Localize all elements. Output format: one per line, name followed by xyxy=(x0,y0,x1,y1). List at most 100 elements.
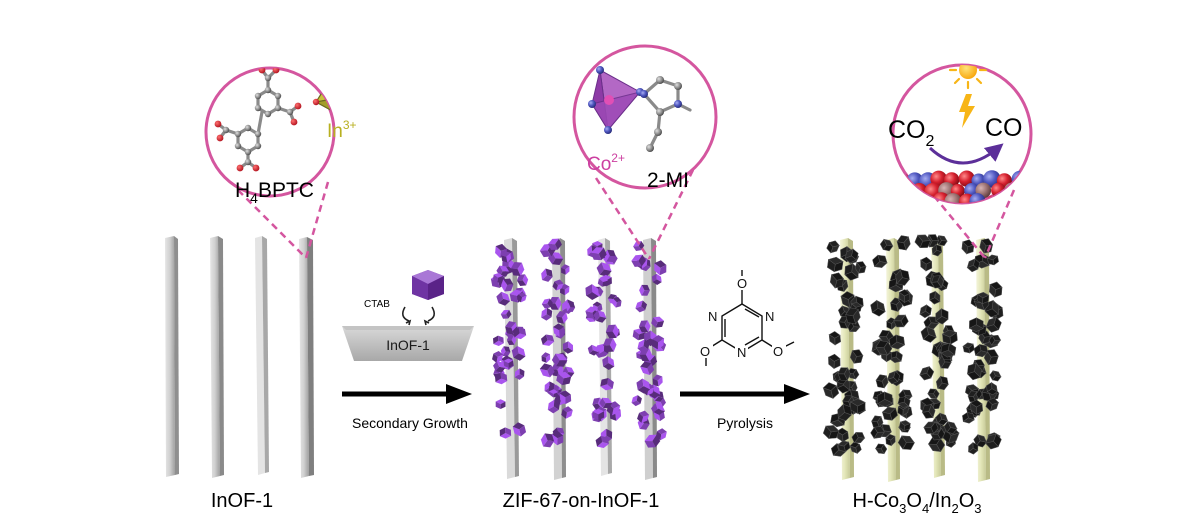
oxide-crystal xyxy=(837,440,851,452)
oxide-crystal xyxy=(896,235,911,251)
zif67-crystal xyxy=(501,251,512,263)
co-2mi-structure xyxy=(588,66,692,152)
zif67-crystal xyxy=(651,316,665,328)
lightning-icon xyxy=(959,94,975,128)
co-label: CO xyxy=(985,114,1023,142)
oxide-crystal xyxy=(845,307,861,325)
zif67-crystal xyxy=(556,371,572,386)
inset-co2-reduction: CO2 CO xyxy=(887,63,1033,222)
zif67-crystal xyxy=(600,378,614,391)
zif67-crystal xyxy=(597,277,609,287)
oxide-crystal xyxy=(886,370,901,385)
oxide-crystal xyxy=(966,362,982,381)
zif67-crystal xyxy=(593,310,607,323)
oxide-crystal xyxy=(967,442,979,455)
oxide-crystal xyxy=(875,340,893,356)
zif67-crystal xyxy=(561,406,573,419)
oxide-crystal xyxy=(827,256,844,273)
oxide-crystal xyxy=(985,316,1002,333)
oxide-crystal xyxy=(897,396,911,408)
zif67-crystal xyxy=(632,328,646,341)
zif67-crystal xyxy=(514,368,525,380)
zif67-crystal xyxy=(501,278,514,292)
secondary-growth-label: Secondary Growth xyxy=(352,415,468,431)
zif67-crystal xyxy=(559,390,572,405)
oxide-crystal xyxy=(870,426,885,439)
co2-label: CO2 xyxy=(888,116,935,150)
zif67-crystal xyxy=(592,301,603,313)
zif67-crystal xyxy=(541,352,551,363)
step1-reagents: CTAB InOF-1 xyxy=(342,270,474,361)
oxide-crystal xyxy=(881,406,898,421)
oxide-crystal xyxy=(844,263,859,281)
zif67-crystal xyxy=(596,262,612,277)
oxide-crystal xyxy=(837,367,851,381)
oxide-crystal xyxy=(898,289,911,303)
stage-label-inof1: InOF-1 xyxy=(211,490,273,512)
oxide-crystal xyxy=(893,314,909,328)
oxide-crystal xyxy=(935,375,949,391)
oxide-crystal xyxy=(989,281,1003,298)
rod xyxy=(210,236,224,478)
zif67-crystal xyxy=(495,399,506,410)
svg-text:O: O xyxy=(737,276,747,291)
oxide-surface-atoms xyxy=(887,170,1031,222)
surface-atom xyxy=(925,204,941,220)
surface-atom xyxy=(1015,183,1031,201)
oxide-crystal xyxy=(851,431,866,444)
svg-text:O: O xyxy=(773,344,783,359)
zif67-crystal xyxy=(540,334,555,346)
oxide-crystal xyxy=(985,397,1000,412)
zif67-crystal xyxy=(585,284,599,301)
substrate-dish: InOF-1 xyxy=(342,326,474,361)
oxide-crystal xyxy=(967,390,980,403)
conversion-arrow xyxy=(928,143,1004,165)
zif67-crystal xyxy=(599,345,609,357)
oxide-crystal xyxy=(879,238,894,252)
zif67-crystal xyxy=(590,247,607,261)
oxide-crystals xyxy=(822,234,1004,457)
zif67-crystal xyxy=(655,396,666,407)
zif67-crystal xyxy=(540,433,555,448)
2mi-label: 2-MI xyxy=(647,169,689,192)
zif67-crystal xyxy=(512,422,527,437)
callout-line xyxy=(933,195,986,259)
zif67-crystal xyxy=(635,300,648,313)
svg-text:N: N xyxy=(765,309,774,324)
oxide-crystal xyxy=(986,382,998,396)
surface-atom xyxy=(887,206,902,221)
zif67-crystal xyxy=(548,238,562,250)
oxide-crystal xyxy=(935,412,949,426)
rod xyxy=(255,236,269,475)
oxide-crystal xyxy=(931,274,944,289)
surface-atom xyxy=(893,172,910,189)
zif67-on-inof1-rods xyxy=(490,238,667,480)
oxide-crystal xyxy=(828,331,841,346)
oxide-crystal xyxy=(872,254,888,268)
cycle-arrows xyxy=(401,306,436,326)
pyrolysis-label: Pyrolysis xyxy=(717,415,773,431)
zif67-crystal xyxy=(510,261,525,277)
oxide-crystal xyxy=(889,334,906,350)
zif67-crystal xyxy=(599,397,613,409)
oxide-crystal xyxy=(973,434,988,448)
oxide-crystal xyxy=(844,248,859,264)
ligand-h4bptc-label: H4BPTC xyxy=(235,179,314,206)
surface-atom xyxy=(953,206,968,221)
oxide-crystal xyxy=(920,326,937,343)
zif67-crystal xyxy=(602,356,615,371)
zif67-crystal xyxy=(612,296,622,308)
surface-atom xyxy=(944,193,962,203)
oxide-crystal xyxy=(870,299,886,317)
oxide-crystal xyxy=(935,308,949,325)
oxide-crystal xyxy=(943,421,958,434)
surface-atom xyxy=(964,207,979,222)
zif67-crystal xyxy=(547,399,560,414)
rod xyxy=(165,236,179,477)
zif67-crystal xyxy=(553,323,566,337)
zif67-crystal xyxy=(548,384,559,394)
surface-atom xyxy=(905,193,923,203)
surface-atom xyxy=(897,205,914,222)
rhombic-dodecahedron-icon xyxy=(412,270,444,300)
